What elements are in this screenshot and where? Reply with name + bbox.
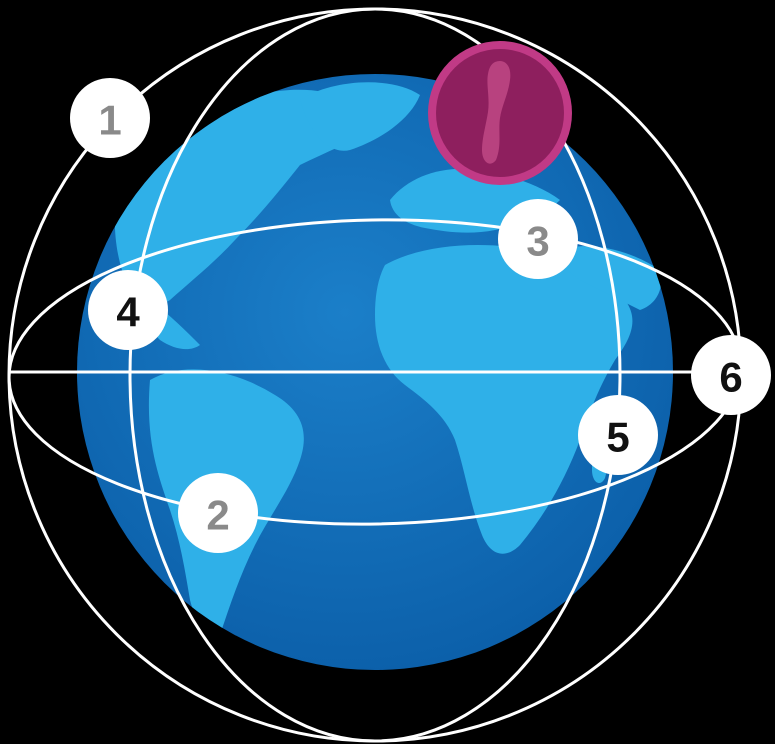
marker-3: 3 (498, 199, 578, 279)
marker-number: 5 (606, 414, 629, 461)
marker-number: 1 (98, 97, 121, 144)
marker-number: 4 (116, 289, 140, 336)
marker-4: 4 (88, 270, 168, 350)
marker-number: 6 (719, 354, 742, 401)
marker-5: 5 (578, 395, 658, 475)
marker-number: 2 (206, 492, 229, 539)
marker-1: 1 (70, 78, 150, 158)
marker-number: 3 (526, 218, 549, 265)
sweden-highlight-icon (428, 41, 572, 185)
marker-2: 2 (178, 473, 258, 553)
marker-6: 6 (691, 335, 771, 415)
